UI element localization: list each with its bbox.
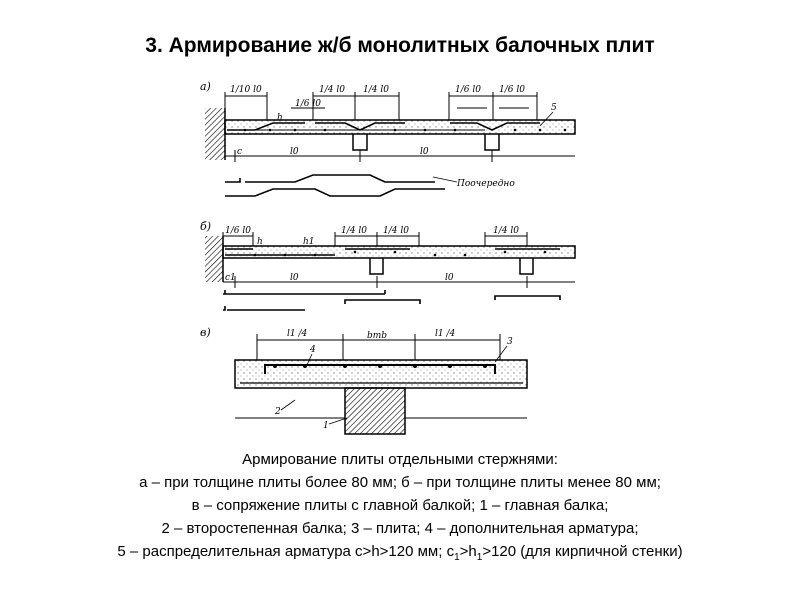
dim-b-l0-2: l0 — [445, 273, 454, 283]
figure-caption: Армирование плиты отдельными стержнями: … — [0, 448, 800, 569]
marker-4: 4 — [309, 345, 316, 355]
dim-b-quarter-3: 1/4 l0 — [493, 226, 519, 236]
caption-line-5: 5 – распределительная арматура c>h>120 м… — [0, 540, 800, 569]
dim-a-quarter-2: 1/4 l0 — [363, 85, 389, 95]
wall-hatch-a — [205, 108, 225, 160]
caption-line-4: 2 – второстепенная балка; 3 – плита; 4 –… — [161, 520, 639, 537]
page-title: 3. Армирование ж/б монолитных балочных п… — [145, 34, 655, 57]
dim-a-sixth-2: 1/6 l0 — [499, 85, 525, 95]
main-beam — [344, 387, 406, 435]
dim-a-h: h — [277, 113, 283, 123]
caption-line-5-sub1: 1 — [454, 552, 460, 563]
dim-b-h: h — [257, 237, 263, 247]
slab-b — [222, 245, 576, 259]
bar-shape-2 — [225, 188, 445, 197]
dim-a-sixth-1: 1/6 l0 — [455, 85, 481, 95]
dim-a-c: c — [237, 147, 242, 157]
marker-5: 5 — [551, 103, 557, 113]
caption-line-3: в – сопряжение плиты с главной балкой; 1… — [191, 497, 609, 514]
dim-b-quarter-2: 1/4 l0 — [383, 226, 409, 236]
bar-shape-1 — [245, 174, 435, 183]
section-v-label: в) — [200, 326, 211, 339]
wall-hatch-b — [205, 236, 223, 282]
marker-2: 2 — [274, 407, 281, 417]
dim-b-h1: h1 — [303, 237, 315, 247]
dim-v-left: l1 /4 — [287, 329, 307, 339]
caption-line-5-sub2: 1 — [476, 552, 483, 563]
section-b-label: б) — [200, 220, 211, 233]
beam-a2 — [484, 134, 500, 151]
note-alternately: Поочередно — [456, 179, 515, 189]
dim-a-l0-1: l0 — [290, 147, 299, 157]
diagram-svg: а) 1/10 l0 1/4 l0 1/4 l0 1/6 l0 1/6 l0 1… — [200, 80, 576, 435]
section-a-label: а) — [200, 80, 211, 93]
dim-b-l0-1: l0 — [290, 273, 299, 283]
reinforcement-diagram: а) 1/10 l0 1/4 l0 1/4 l0 1/6 l0 1/6 l0 1… — [195, 78, 590, 445]
bar-shape-4 — [344, 299, 421, 304]
dim-b-c1: c1 — [225, 273, 236, 283]
marker-3: 3 — [507, 337, 513, 347]
dim-v-mid: bmb — [367, 331, 387, 341]
beam-a1 — [352, 134, 368, 151]
beam-b2 — [519, 258, 534, 275]
marker-1: 1 — [323, 421, 329, 431]
dim-a-l0-2: l0 — [420, 147, 429, 157]
bar-shape-5 — [494, 295, 561, 300]
caption-line-5-mid: >h — [459, 543, 477, 560]
beam-b1 — [369, 258, 384, 275]
dim-a-quarter-1: 1/4 l0 — [319, 85, 345, 95]
dim-b-quarter-1: 1/4 l0 — [341, 226, 367, 236]
dim-v-right: l1 /4 — [435, 329, 455, 339]
caption-line-5-post: >120 (для кирпичной стенки) — [482, 543, 683, 560]
dim-b-sixth: 1/6 l0 — [225, 226, 251, 236]
caption-line-2: а – при толщине плиты более 80 мм; б – п… — [139, 474, 661, 491]
dim-a-left: 1/10 l0 — [230, 85, 262, 95]
caption-line-1: Армирование плиты отдельными стержнями: — [242, 451, 558, 468]
dim-a-sixth-3: 1/6 l0 — [295, 99, 321, 109]
caption-line-5-pre: 5 – распределительная арматура c>h>120 м… — [117, 543, 455, 560]
